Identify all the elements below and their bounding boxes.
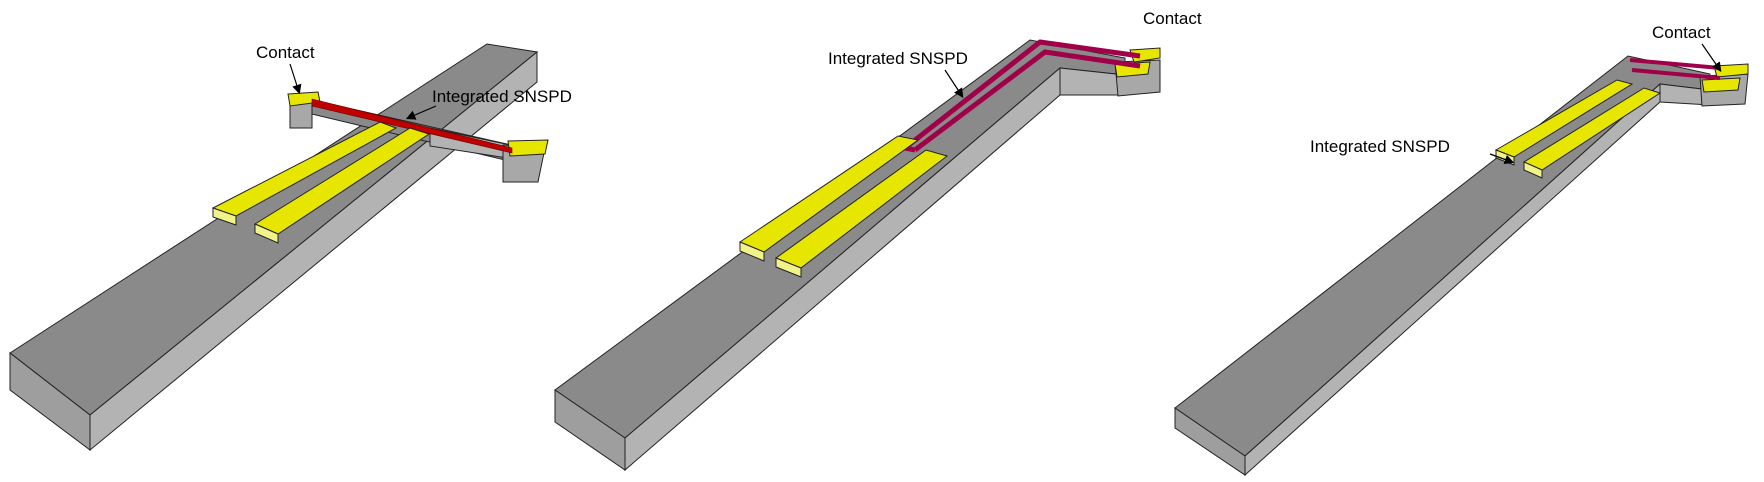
electrode-right-front [254, 223, 279, 244]
waveguide-side [89, 50, 538, 452]
detector-label: Integrated SNSPD [432, 87, 572, 106]
contact-arrow [289, 63, 302, 95]
panel-c: Contact Integrated SNSPD [1174, 23, 1749, 477]
contact-pad-gold-upper [1713, 63, 1749, 78]
waveguide-side [1244, 82, 1661, 477]
electrode-right-front [1523, 161, 1543, 179]
contact-label: Contact [1143, 9, 1202, 28]
detector-label: Integrated SNSPD [1310, 137, 1450, 156]
detector-arrow [944, 69, 964, 99]
electrode-left-front [739, 241, 765, 262]
contact-pad-right-gold [507, 139, 549, 157]
contact-pad-gold-upper [1129, 47, 1161, 63]
detector-arrow [1489, 153, 1515, 165]
detector-label: Integrated SNSPD [828, 49, 968, 68]
contact-label: Contact [256, 43, 315, 62]
electrode-left-front [212, 207, 237, 226]
panel-a: Contact Integrated SNSPD [9, 43, 572, 452]
nanowire-magenta [1629, 58, 1721, 80]
contact-arrow [1701, 43, 1722, 72]
contact-label: Contact [1652, 23, 1711, 42]
waveguide-side [624, 66, 1061, 472]
electrode-right-front [775, 257, 802, 278]
panel-b: Contact Integrated SNSPD [554, 9, 1202, 472]
detector-arrow [405, 105, 437, 120]
nanowire-red [311, 98, 513, 154]
contact-pad-gold-lower [1701, 77, 1741, 93]
